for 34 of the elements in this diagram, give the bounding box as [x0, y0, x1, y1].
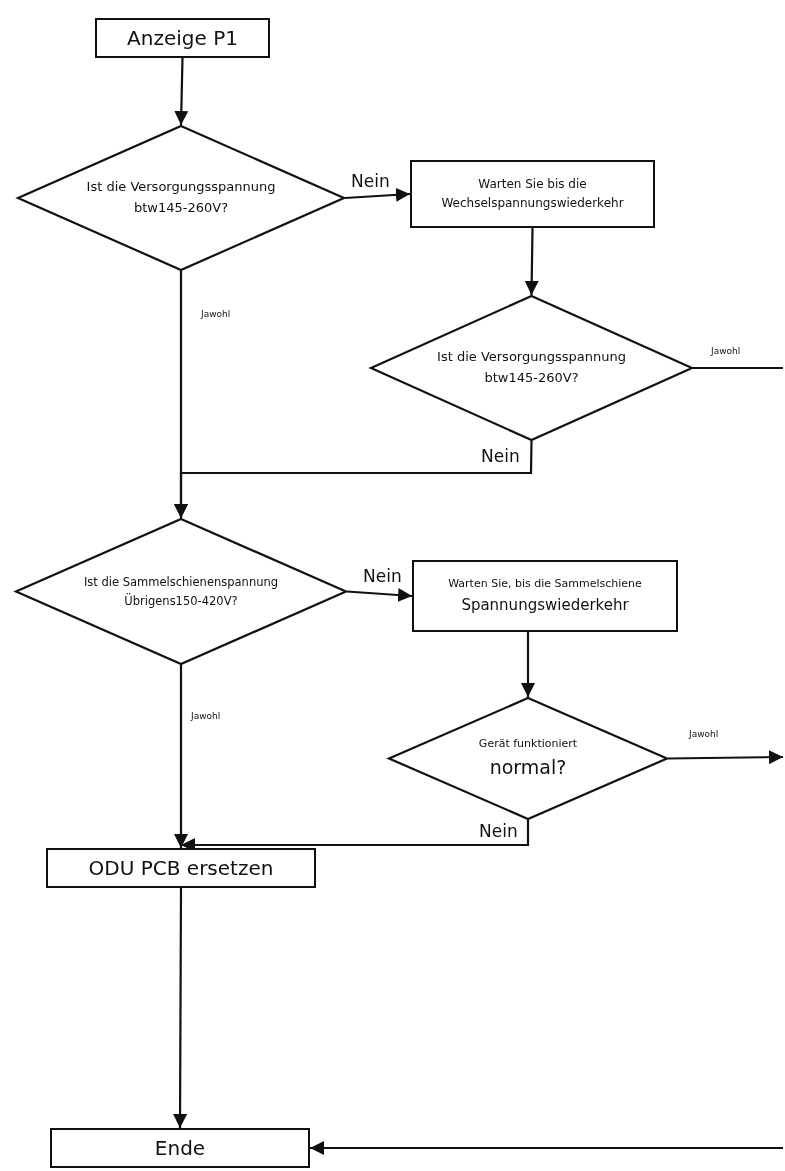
node-text: Gerät funktioniert: [478, 735, 578, 752]
node-text: Ende: [154, 1135, 206, 1162]
arrow: [174, 441, 533, 518]
node-text: normal?: [489, 755, 567, 781]
decision-diamond: [388, 697, 668, 820]
node-text: Warten Sie, bis die Sammelschiene: [448, 576, 642, 593]
node-text: ODU PCB ersetzen: [88, 855, 274, 882]
arrow: [174, 57, 189, 126]
arrow: [668, 750, 783, 765]
arrow: [524, 228, 539, 295]
edge-label: Jawohl: [710, 347, 742, 357]
node-text: Ist die Sammelschienenspannung Übrigens150-420V?: [82, 574, 280, 610]
node-text: Anzeige P1: [127, 25, 238, 52]
arrow: [346, 588, 413, 602]
arrow: [173, 888, 188, 1128]
process-box: [46, 848, 316, 888]
node-text: Spannungswiederkehr: [461, 594, 629, 616]
node-text: Ist die Versorgungsspannung btw145-260V?: [85, 178, 277, 217]
node-text: Ist die Versorgungsspannung btw145-260V?: [436, 348, 627, 387]
edge-label: Jawohl: [688, 730, 720, 740]
decision-diamond: [370, 295, 693, 441]
process-box: [410, 160, 655, 228]
edge-label: Jawohl: [190, 712, 222, 722]
arrow: [310, 1141, 783, 1155]
end-box: [50, 1128, 310, 1168]
decision-diamond: [17, 125, 345, 271]
start-box: [95, 18, 270, 58]
arrow: [344, 187, 411, 202]
arrow: [174, 665, 188, 848]
decision-diamond: [15, 518, 347, 665]
node-text: Warten Sie bis die Wechselspannungswiederkehr: [440, 175, 625, 212]
process-box: [412, 560, 678, 632]
edge-label: Jawohl: [200, 310, 232, 320]
arrow: [521, 632, 535, 697]
